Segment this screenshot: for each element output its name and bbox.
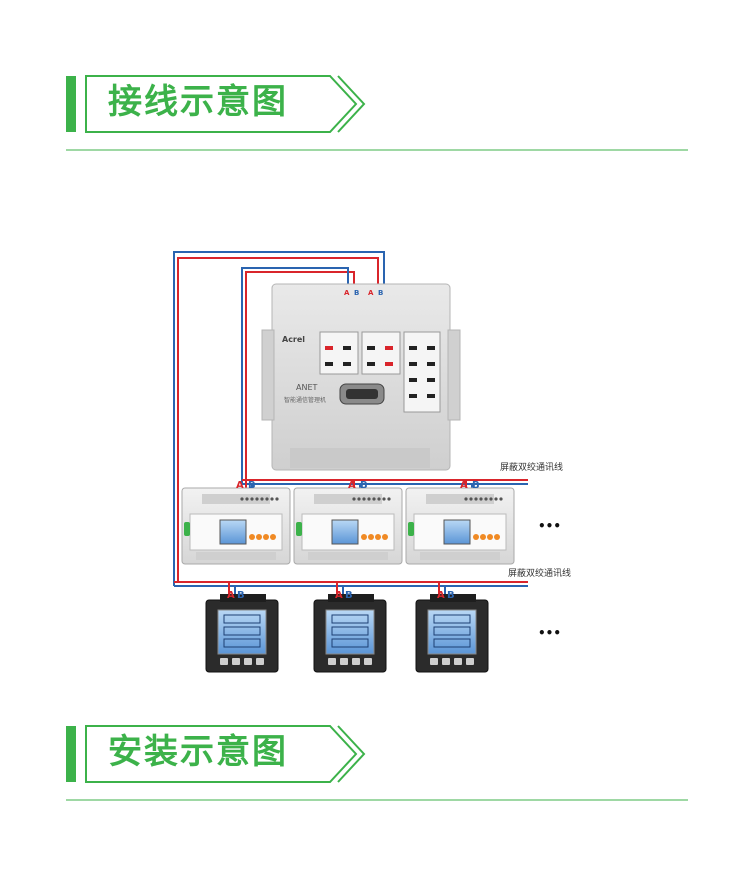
more-meters-ellipsis: ••• [538,626,561,640]
section-title: 安装示意图 [108,732,288,772]
gateway-led-panel [325,346,435,398]
gateway-terminal-label: A [368,289,374,297]
section-banner-shape [66,725,688,801]
meter-terminal-label: B [248,480,256,491]
meter-terminal-label: A [236,480,244,491]
gateway-model: ANET [296,383,318,392]
cable-label: 屏蔽双绞通讯线 [508,567,571,579]
meter-terminal-label: B [345,590,353,601]
section-title: 接线示意图 [108,82,288,122]
gateway-terminal-label: B [378,289,383,297]
gateway-subtitle: 智能通信管理机 [284,396,326,404]
cable-label: 屏蔽双绞通讯线 [500,461,563,473]
gateway-terminal-label: A [344,289,350,297]
meter-terminal-label: B [472,480,480,491]
meter-terminal-label: B [447,590,455,601]
bus-wires [173,251,528,600]
more-meters-ellipsis: ••• [538,519,561,533]
meter-terminal-label: A [348,480,356,491]
gateway-terminal-label: B [354,289,359,297]
meter-terminal-label: A [227,590,235,601]
section-header-wiring: 接线示意图 [0,70,750,170]
meter-terminal-label: A [335,590,343,601]
meter-terminal-label: A [460,480,468,491]
section-header-installation: 安装示意图 [0,720,750,820]
gateway-device: A B A B Acrel ANET 智能通信管理机 [261,283,461,471]
meter-terminal-label: B [360,480,368,491]
gateway-brand: Acrel [282,335,305,344]
section-banner-shape [66,75,688,151]
meter-terminal-label: A [437,590,445,601]
meter-terminal-label: B [237,590,245,601]
